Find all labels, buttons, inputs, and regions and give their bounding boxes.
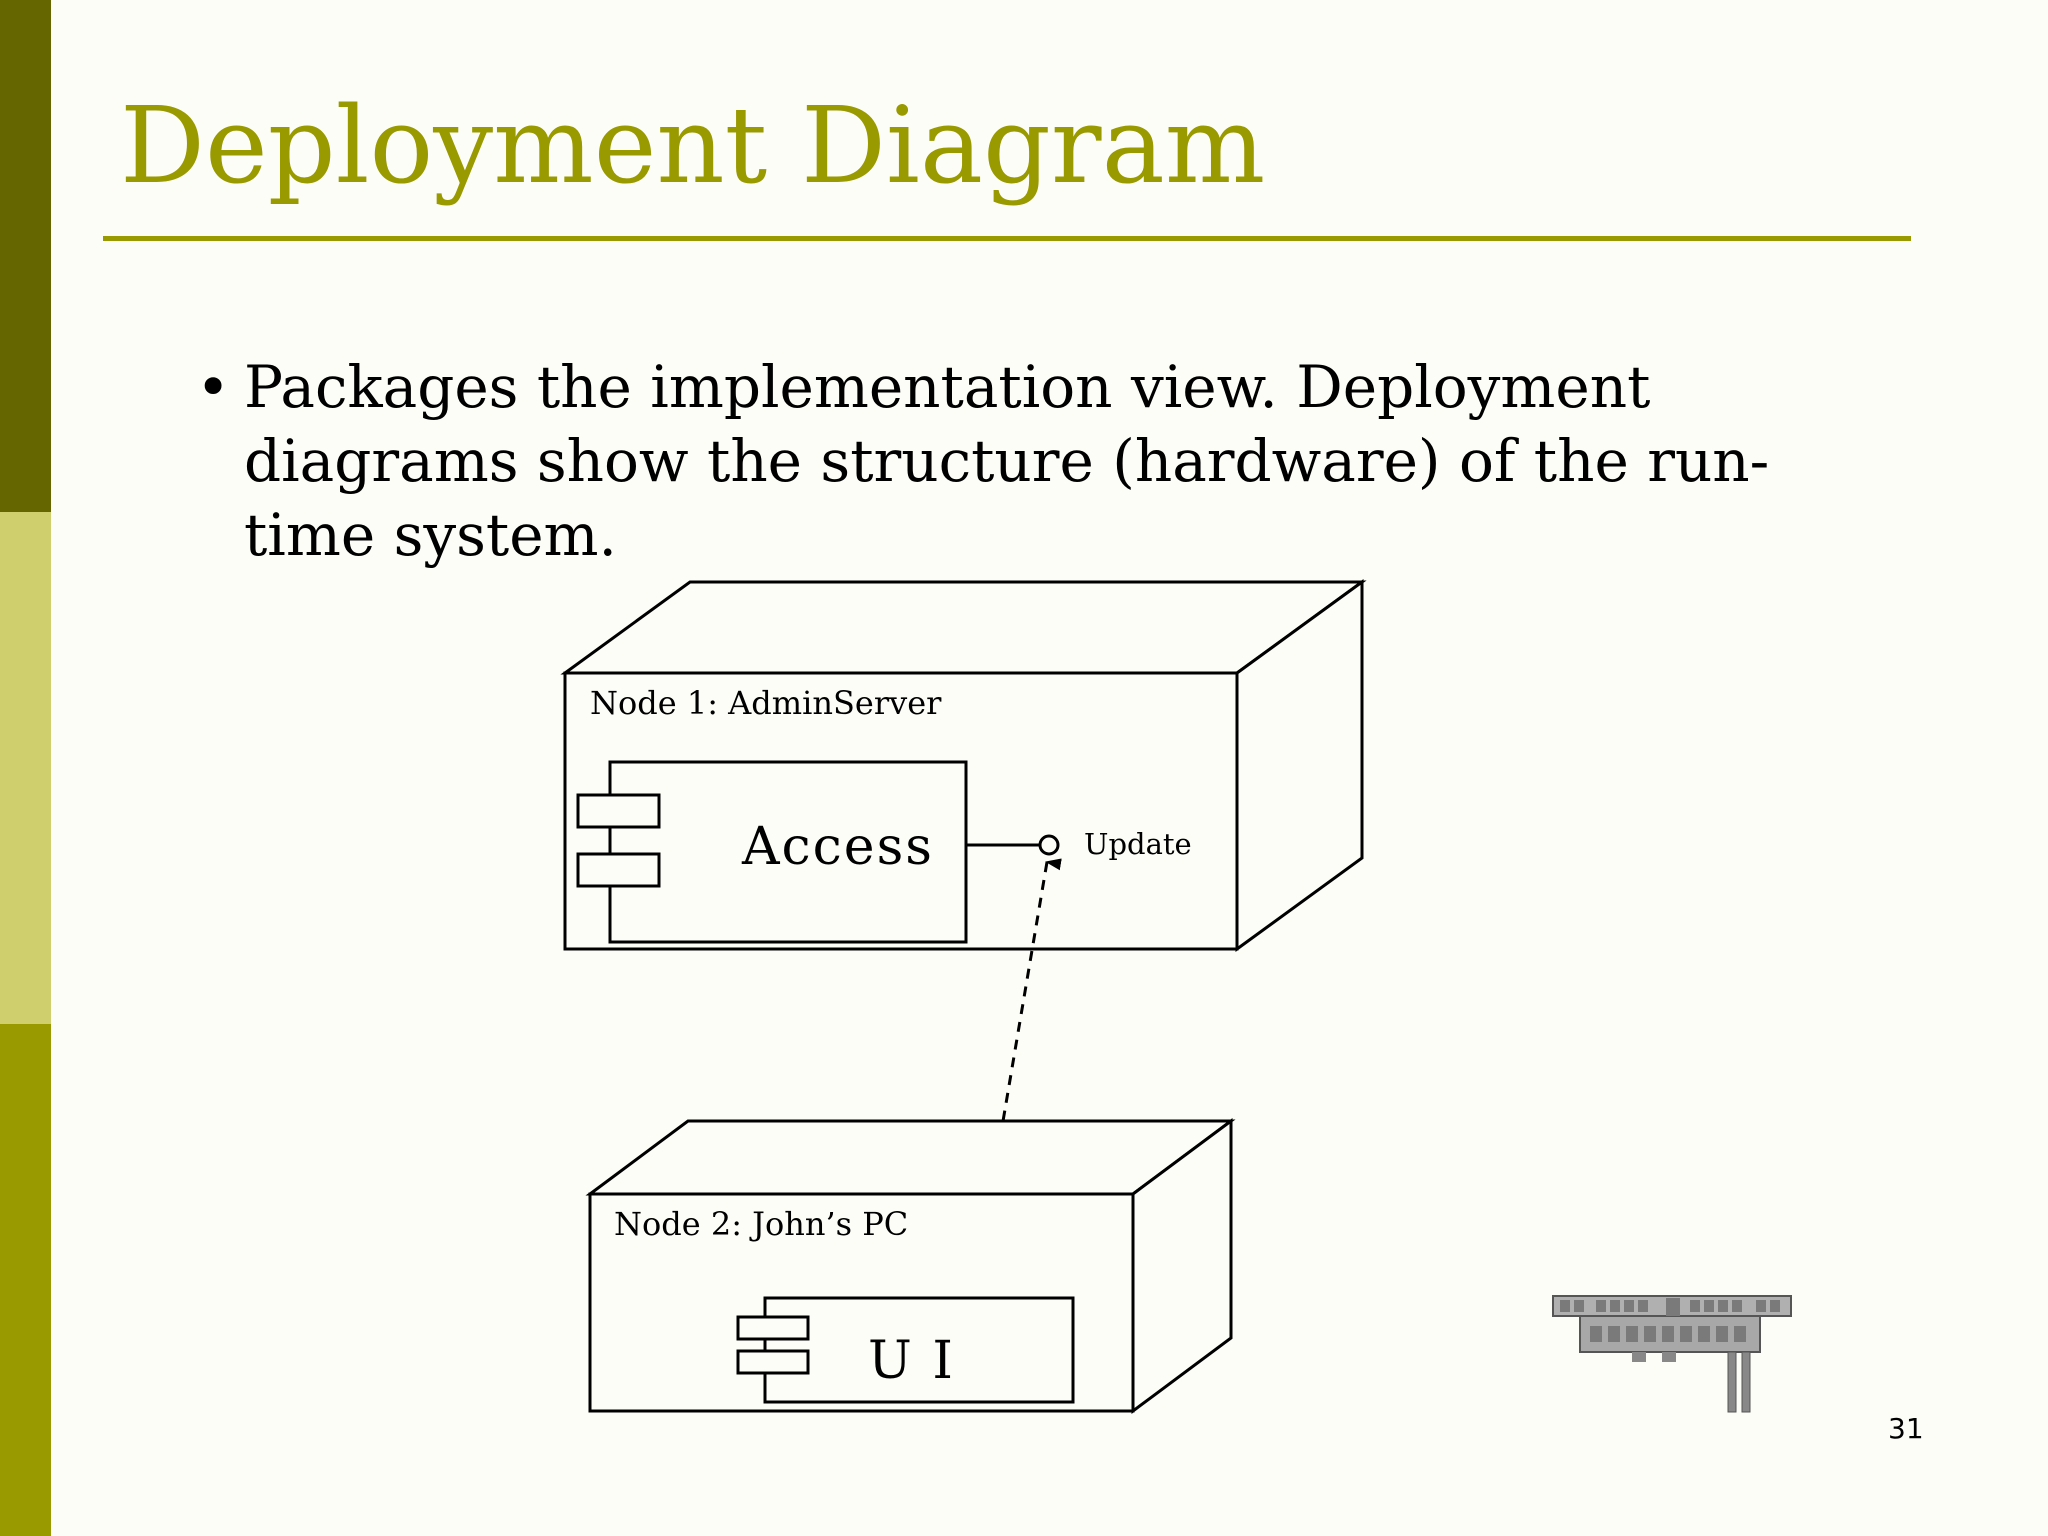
page-number: 31 [1888,1412,1924,1445]
component-tab-bottom [736,1349,810,1375]
building-icon [1552,1295,1792,1413]
ui-component [736,1296,1075,1404]
update-interface-icon [1038,834,1060,856]
component-tab-top [736,1315,810,1341]
slide-title: Deployment Diagram [120,84,1266,207]
ui-label: U I [868,1331,955,1391]
bullet-list: • Packages the implementation view. Depl… [196,350,1836,572]
component-tab-bottom [576,852,661,888]
node-2-label: Node 2: John’s PC [614,1205,908,1243]
node-1-label: Node 1: AdminServer [590,684,942,722]
accent-bar-bottom [0,1024,51,1536]
component-tab-top [576,793,661,829]
title-underline [103,236,1911,241]
access-label: Access [741,817,934,877]
access-component [576,760,968,944]
accent-bar-top [0,0,51,512]
bullet-text: Packages the implementation view. Deploy… [244,353,1770,569]
bullet-dot-icon: • [196,353,231,421]
accent-bar-middle [0,512,51,1024]
update-interface-label: Update [1084,827,1192,861]
bullet-item: • Packages the implementation view. Depl… [196,350,1836,572]
